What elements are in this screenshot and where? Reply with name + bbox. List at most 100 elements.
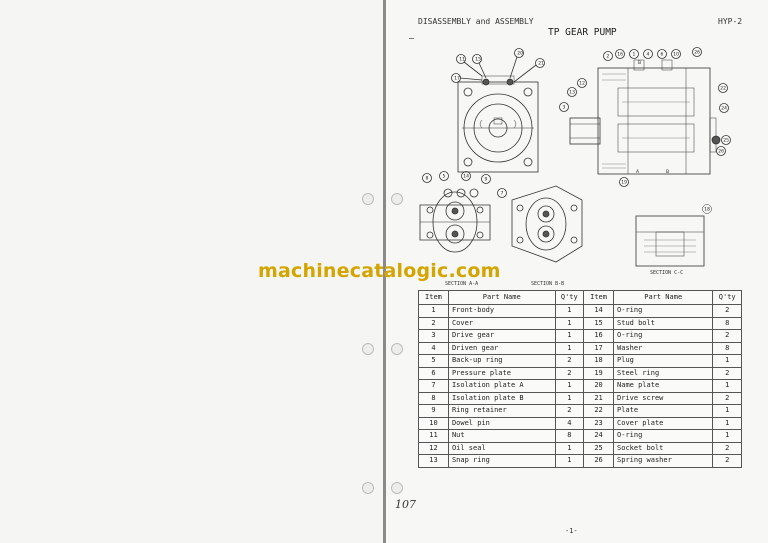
table-cell: 17: [583, 341, 615, 355]
svg-text:17: 17: [454, 76, 460, 82]
table-cell: Front-body: [447, 304, 556, 318]
table-cell: 11: [418, 429, 449, 443]
svg-text:26: 26: [694, 50, 700, 56]
section-c-view: [635, 204, 712, 267]
svg-text:25: 25: [723, 138, 729, 144]
svg-text:24: 24: [721, 106, 727, 112]
table-cell: Cover plate: [613, 416, 714, 430]
column-header: Part Name: [447, 290, 556, 305]
margin-mark: [409, 38, 414, 39]
table-cell: Cover: [447, 316, 556, 330]
table-cell: Washer: [613, 341, 714, 355]
table-cell: 8: [418, 391, 449, 405]
table-cell: Drive screw: [613, 391, 714, 405]
table-cell: 1: [712, 404, 742, 418]
svg-text:3: 3: [563, 105, 566, 111]
table-cell: 14: [583, 304, 615, 318]
table-cell: 1: [554, 391, 585, 405]
svg-text:1: 1: [633, 52, 636, 58]
binder-hole: [391, 343, 403, 355]
svg-text:A: A: [636, 169, 640, 175]
svg-text:6: 6: [661, 52, 664, 58]
table-cell: 3: [418, 329, 449, 343]
table-cell: 20: [583, 379, 615, 393]
table-cell: 1: [554, 454, 585, 468]
svg-text:12: 12: [579, 81, 585, 87]
table-cell: 15: [583, 316, 615, 330]
side-section-view: [569, 59, 721, 175]
table-cell: Plug: [613, 354, 714, 368]
binder-hole: [391, 482, 403, 494]
table-cell: Spring washer: [613, 454, 714, 468]
table-cell: O-ring: [613, 304, 714, 318]
table-cell: 2: [554, 354, 585, 368]
svg-text:5: 5: [443, 174, 446, 180]
table-cell: 1: [554, 316, 585, 330]
svg-text:11: 11: [459, 57, 465, 63]
column-header: Item: [418, 290, 449, 305]
table-cell: Oil seal: [447, 441, 556, 455]
page-title: TP GEAR PUMP: [548, 27, 617, 38]
table-cell: 1: [712, 354, 742, 368]
table-cell: 16: [583, 329, 615, 343]
column-header: Item: [583, 290, 615, 305]
svg-text:13: 13: [569, 90, 575, 96]
table-cell: Name plate: [613, 379, 714, 393]
binder-hole: [391, 193, 403, 205]
table-cell: 2: [712, 304, 742, 318]
table-cell: 24: [583, 429, 615, 443]
table-cell: 1: [554, 379, 585, 393]
table-cell: Stud bolt: [613, 316, 714, 330]
table-cell: 1: [554, 441, 585, 455]
table-cell: 1: [554, 341, 585, 355]
table-cell: Nut: [447, 429, 556, 443]
svg-text:2: 2: [607, 54, 610, 60]
table-cell: 8: [712, 341, 742, 355]
section-b-view: [511, 185, 583, 263]
table-cell: 10: [418, 416, 449, 430]
table-cell: 2: [418, 316, 449, 330]
svg-text:19: 19: [621, 180, 627, 186]
table-header-row: Item Part Name Q'ty Item Part Name Q'ty: [418, 290, 742, 305]
table-cell: Back-up ring: [447, 354, 556, 368]
table-cell: 2: [554, 404, 585, 418]
table-cell: Steel ring: [613, 366, 714, 380]
caption-section-a: SECTION A-A: [445, 281, 479, 287]
table-cell: 4: [418, 341, 449, 355]
table-cell: Plate: [613, 404, 714, 418]
table-cell: 25: [583, 441, 615, 455]
table-cell: 8: [554, 429, 585, 443]
table-cell: 4: [554, 416, 585, 430]
table-cell: 2: [712, 454, 742, 468]
table-cell: 12: [418, 441, 449, 455]
table-cell: 6: [418, 366, 449, 380]
table-cell: 2: [712, 329, 742, 343]
table-cell: 1: [554, 304, 585, 318]
left-blank-page: [0, 0, 383, 543]
table-cell: 1: [554, 329, 585, 343]
table-cell: 7: [418, 379, 449, 393]
table-cell: Socket bolt: [613, 441, 714, 455]
table-cell: Isolation plate A: [447, 379, 556, 393]
table-cell: Driven gear: [447, 341, 556, 355]
table-cell: 8: [712, 316, 742, 330]
column-header: Q'ty: [712, 290, 742, 305]
table-cell: 1: [712, 429, 742, 443]
table-cell: 1: [418, 304, 449, 318]
svg-text:20: 20: [517, 51, 523, 57]
watermark-text: machinecatalogic.com: [258, 260, 501, 282]
caption-section-b: SECTION B-B: [531, 281, 565, 287]
column-header: Part Name: [613, 290, 714, 305]
